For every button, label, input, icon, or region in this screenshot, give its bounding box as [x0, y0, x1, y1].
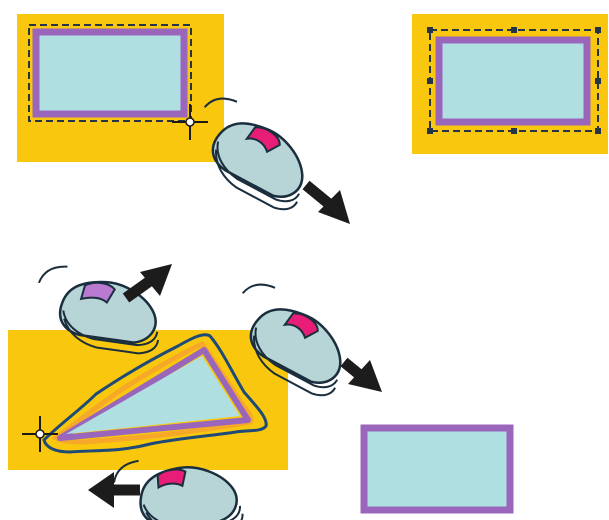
finished-selection-panel	[412, 14, 608, 154]
drag-arrow-icon	[88, 472, 140, 508]
result-panel	[364, 428, 510, 510]
marquee-drag-panel	[17, 14, 224, 162]
selected-rectangle	[36, 32, 184, 114]
drag-arrow-icon	[344, 360, 382, 392]
drag-arrow-icon	[126, 264, 172, 298]
drag-arrow-icon	[306, 185, 350, 224]
result-rectangle	[364, 428, 510, 510]
selected-rectangle	[439, 40, 587, 122]
